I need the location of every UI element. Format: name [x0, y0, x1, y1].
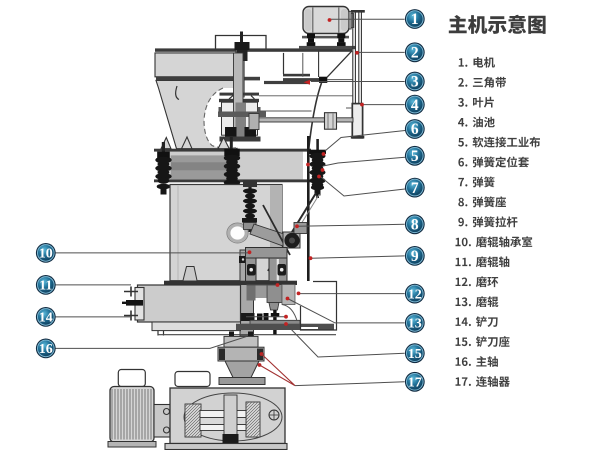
svg-text:5: 5	[411, 148, 419, 165]
svg-text:9: 9	[411, 248, 419, 265]
svg-text:4: 4	[411, 97, 419, 114]
svg-text:14: 14	[39, 311, 53, 326]
svg-text:1: 1	[411, 11, 419, 28]
svg-text:8: 8	[411, 217, 419, 234]
svg-text:11: 11	[39, 279, 52, 294]
svg-text:17: 17	[408, 376, 422, 391]
svg-text:13: 13	[408, 317, 422, 332]
svg-text:10: 10	[39, 247, 53, 262]
svg-text:12: 12	[408, 287, 422, 302]
svg-text:7: 7	[411, 180, 419, 197]
svg-text:2: 2	[411, 45, 419, 62]
svg-text:6: 6	[411, 121, 419, 138]
svg-text:15: 15	[408, 347, 422, 362]
svg-text:3: 3	[411, 74, 419, 91]
svg-text:16: 16	[39, 342, 53, 357]
